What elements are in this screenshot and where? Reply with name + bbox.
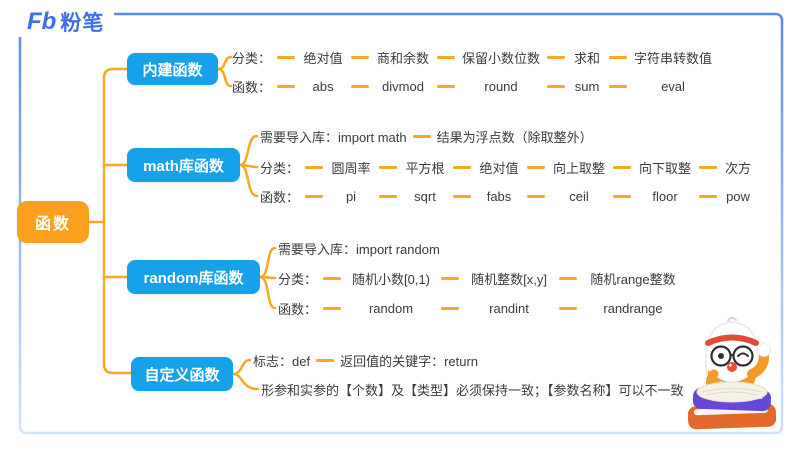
row-item: 次方: [725, 160, 752, 176]
row-item: ceil: [569, 188, 589, 204]
connector-dash: [351, 84, 370, 88]
row-label: 形参和实参的【个数】及【类型】必须保持一致；【参数名称】可以不一致: [261, 382, 684, 398]
branch-row: 需要导入库：import math 结果为浮点数（除取整外）: [260, 126, 593, 146]
row-item: 字符串转数值: [634, 50, 713, 66]
connector-dash: [316, 358, 335, 362]
branch-row: 形参和实参的【个数】及【类型】必须保持一致；【参数名称】可以不一致: [261, 379, 684, 399]
row-label: 函数：: [260, 189, 300, 205]
connector-dash: [547, 84, 566, 88]
row-item: fabs: [486, 188, 512, 204]
connector-dash: [277, 55, 296, 59]
row-item: 圆周率: [331, 160, 371, 176]
branch-node-custom: 自定义函数: [131, 357, 233, 391]
row-item: 结果为浮点数（除取整外）: [436, 129, 593, 145]
connector-dash: [453, 194, 472, 198]
connector-dash: [699, 165, 718, 169]
row-item: 保留小数位数: [462, 50, 541, 66]
row-item: 商和余数: [377, 50, 430, 66]
fenbi-logo-mark: Fb: [27, 8, 57, 35]
connector-dash: [305, 165, 324, 169]
connector-dash: [527, 165, 546, 169]
row-item: 向上取整: [553, 160, 606, 176]
branch-row: 分类： 圆周率 平方根 绝对值 向上取整 向下取整 次方: [260, 157, 753, 177]
row-label: 分类：: [232, 50, 272, 66]
row-label: 分类：: [260, 160, 300, 176]
row-item: pow: [726, 188, 750, 204]
row-label: 需要导入库：import random: [278, 241, 440, 257]
row-item: 平方根: [405, 160, 445, 176]
row-item: abs: [312, 78, 334, 94]
row-item: 随机小数[0,1): [352, 271, 431, 287]
connector-dash: [613, 165, 632, 169]
row-item: divmod: [382, 78, 424, 94]
connector-dash: [323, 306, 342, 310]
branch-row: 需要导入库：import random: [278, 238, 440, 258]
row-item: 求和: [574, 50, 601, 66]
branch-row: 函数： pi sqrt fabs ceil floor pow: [260, 186, 753, 206]
branch-row: 分类： 绝对值 商和余数 保留小数位数 求和 字符串转数值: [232, 47, 713, 67]
row-item: eval: [661, 78, 685, 94]
row-item: randint: [489, 300, 529, 316]
branch-row: 分类： 随机小数[0,1) 随机整数[x,y] 随机range整数: [278, 268, 683, 288]
row-label: 函数：: [278, 301, 318, 317]
row-item: sum: [574, 78, 600, 94]
connector-dash: [379, 194, 398, 198]
branch-node-builtin: 内建函数: [127, 53, 218, 85]
branch-row: 标志：def 返回值的关键字：return: [253, 350, 478, 370]
connector-dash: [441, 306, 460, 310]
connector-dash: [441, 276, 460, 280]
fenbi-logo-text: 粉笔: [60, 12, 105, 35]
connector-dash: [323, 276, 342, 280]
connector-dash: [453, 165, 472, 169]
row-item: 向下取整: [639, 160, 692, 176]
connector-dash: [379, 165, 398, 169]
connector-dash: [559, 306, 578, 310]
row-item: 绝对值: [303, 50, 343, 66]
row-item: 随机整数[x,y]: [471, 271, 547, 287]
connector-dash: [609, 55, 628, 59]
connector-dash: [305, 194, 324, 198]
connector-dash: [412, 134, 431, 138]
connector-dash: [437, 84, 456, 88]
row-label: 需要导入库：import math: [260, 129, 407, 145]
mascot-illustration: [687, 316, 777, 430]
branch-row: 函数： abs divmod round sum eval: [232, 76, 713, 96]
row-label: 函数：: [232, 79, 272, 95]
branch-row: 函数： random randint randrange: [278, 298, 683, 318]
connector-dash: [609, 84, 628, 88]
row-item: floor: [652, 188, 678, 204]
branch-node-math: math库函数: [127, 148, 240, 182]
connector-dash: [699, 194, 718, 198]
connector-dash: [527, 194, 546, 198]
connector-dash: [437, 55, 456, 59]
row-item: round: [484, 78, 518, 94]
row-label: 标志：def: [253, 353, 311, 369]
brand-logo: Fb 粉笔: [27, 7, 104, 37]
row-item: 绝对值: [479, 160, 519, 176]
row-item: randrange: [603, 300, 663, 316]
branch-node-random: random库函数: [127, 260, 260, 294]
root-node-functions: 函数: [17, 201, 89, 243]
connector-dash: [559, 276, 578, 280]
connector-dash: [547, 55, 566, 59]
row-item: 随机range整数: [590, 271, 676, 287]
connector-dash: [613, 194, 632, 198]
row-item: sqrt: [414, 188, 436, 204]
row-label: 分类：: [278, 271, 318, 287]
connector-dash: [351, 55, 370, 59]
row-item: random: [368, 300, 414, 316]
row-item: pi: [345, 188, 357, 204]
row-item: 返回值的关键字：return: [340, 353, 479, 369]
connector-dash: [277, 84, 296, 88]
